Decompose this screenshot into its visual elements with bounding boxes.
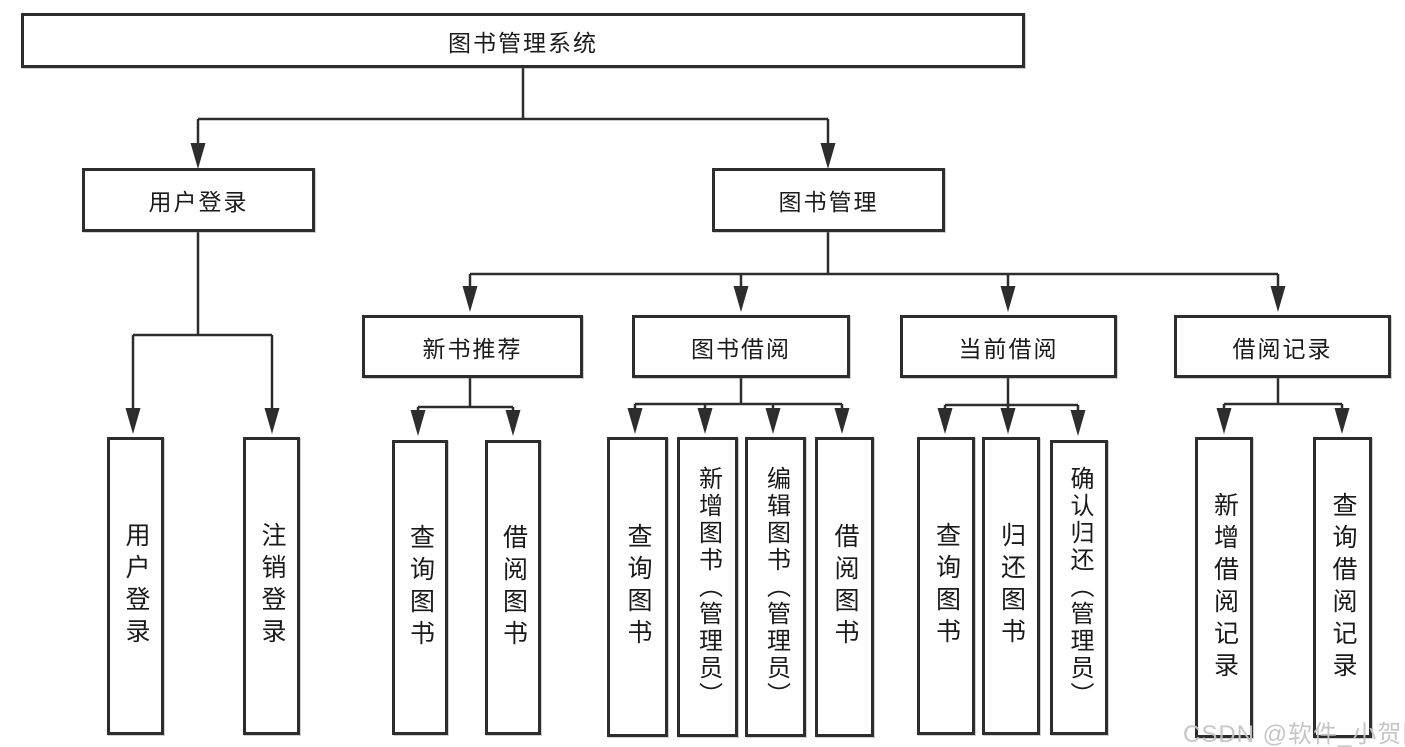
node-book-borrow: 图书借阅 bbox=[632, 315, 850, 378]
leaf-add-borrow-record: 新增借阅记录 bbox=[1195, 437, 1253, 738]
leaf-return-books: 归还图书 bbox=[982, 437, 1040, 735]
leaf-logout: 注销登录 bbox=[243, 437, 300, 735]
node-borrow-records: 借阅记录 bbox=[1174, 315, 1391, 378]
leaf-query-books-borrow: 查询图书 bbox=[607, 437, 668, 737]
leaf-query-books-current: 查询图书 bbox=[917, 437, 975, 735]
node-current-borrow: 当前借阅 bbox=[900, 315, 1117, 378]
leaf-edit-books-admin: 编辑图书（管理员） bbox=[745, 437, 806, 737]
leaf-add-books-admin: 新增图书（管理员） bbox=[677, 437, 738, 737]
leaf-borrow-books-recommend: 借阅图书 bbox=[485, 440, 541, 735]
arrowheads bbox=[125, 143, 1350, 436]
node-user-login: 用户登录 bbox=[82, 168, 315, 232]
leaf-user-login: 用户登录 bbox=[107, 437, 164, 735]
node-root-library-system: 图书管理系统 bbox=[21, 13, 1025, 68]
node-book-management: 图书管理 bbox=[712, 168, 945, 232]
leaf-borrow-books: 借阅图书 bbox=[815, 437, 874, 737]
csdn-watermark: CSDN @软件_小贺同学 bbox=[1183, 721, 1405, 747]
leaf-confirm-return-admin: 确认归还（管理员） bbox=[1050, 440, 1108, 735]
leaf-query-books-recommend: 查询图书 bbox=[392, 440, 448, 735]
leaf-query-borrow-record: 查询借阅记录 bbox=[1313, 437, 1372, 738]
node-new-book-recommend: 新书推荐 bbox=[362, 315, 583, 378]
